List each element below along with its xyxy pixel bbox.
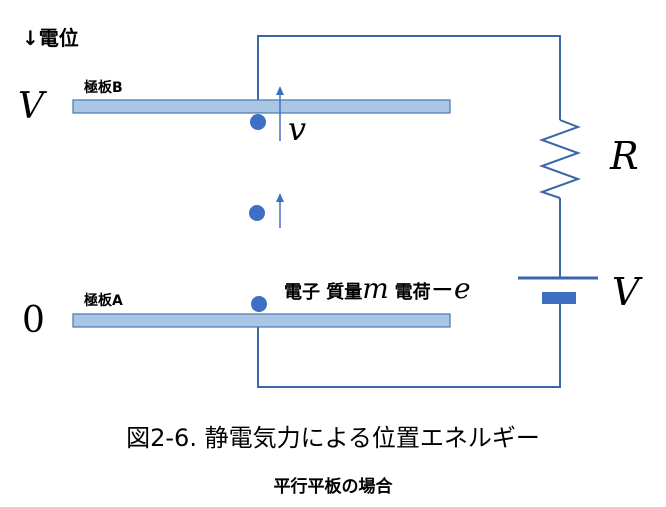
battery-voltage-symbol: V	[612, 270, 640, 314]
velocity-arrowhead-middle	[276, 193, 284, 202]
electron-middle	[249, 205, 265, 221]
electron-bottom	[251, 296, 267, 312]
resistor	[538, 119, 581, 199]
charge-symbol: −e	[430, 272, 471, 305]
bottom-wire	[257, 304, 561, 388]
electron-charge-label: 電荷	[394, 282, 431, 303]
battery-negative-plate	[542, 292, 576, 304]
plate-a	[72, 313, 451, 328]
mass-symbol: m	[362, 272, 389, 305]
electron-caption: 電子 質量m 電荷−e	[284, 272, 471, 305]
plate-b-potential: V	[18, 86, 44, 127]
plate-b-label: 極板B	[84, 80, 123, 96]
plate-b	[72, 99, 451, 114]
figure-subcaption: 平行平板の場合	[273, 477, 393, 497]
potential-axis-label: ↓電位	[22, 26, 79, 50]
electron-mass-label: 電子 質量	[284, 282, 363, 303]
figure-caption: 図2-6. 静電気力による位置エネルギー	[126, 424, 540, 452]
velocity-arrowhead-top	[276, 86, 284, 95]
resistor-symbol: R	[610, 134, 639, 178]
plate-a-potential: 0	[22, 300, 45, 341]
velocity-symbol: v	[288, 110, 307, 148]
plate-a-label: 極板A	[84, 293, 123, 309]
top-wire	[257, 35, 561, 120]
electron-top	[250, 114, 266, 130]
